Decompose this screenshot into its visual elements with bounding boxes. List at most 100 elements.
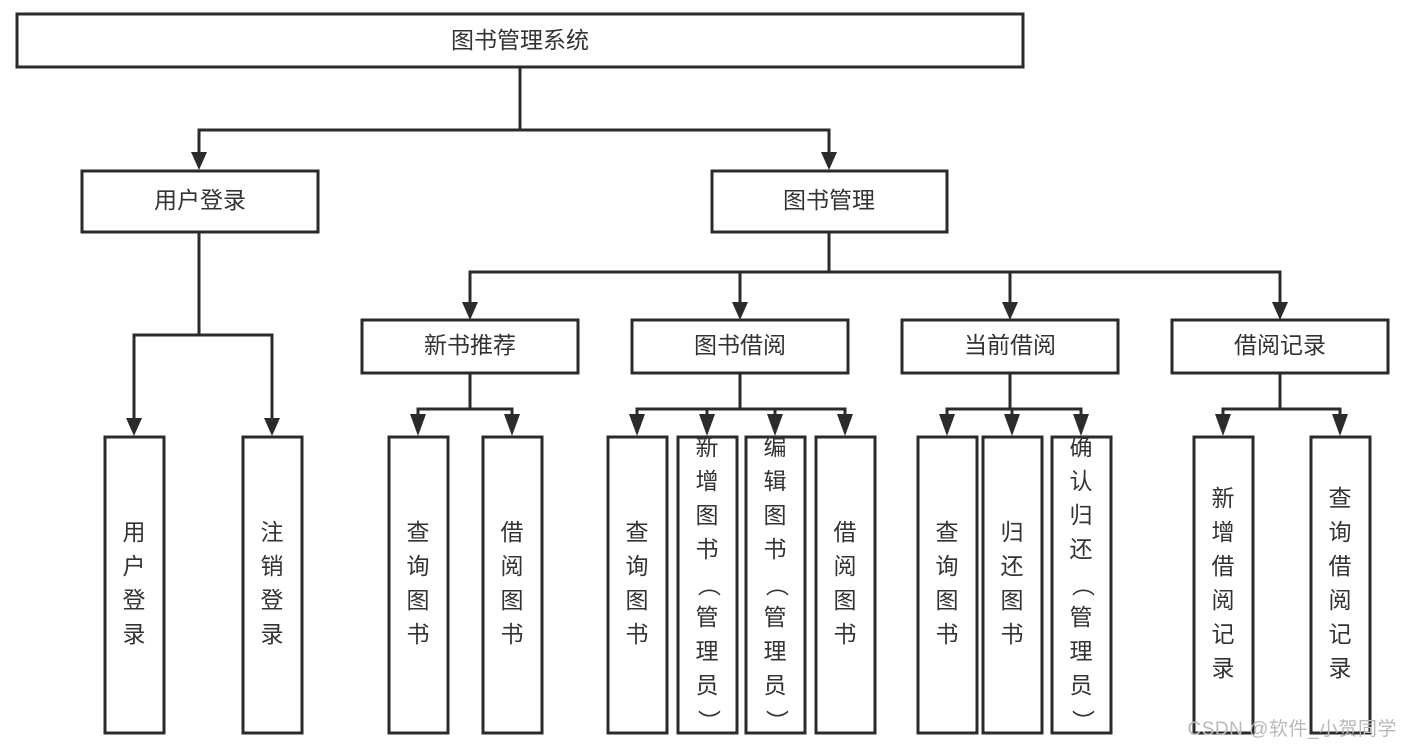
node-leaf-borrow-book-2-box[interactable] [814,435,877,735]
node-leaf-query-book-2-box[interactable] [606,435,669,735]
node-book-borrow[interactable]: 图书借阅 [630,318,850,375]
node-user-login-box[interactable] [80,169,320,234]
arrow-head-leaf-add-record [1215,414,1231,436]
svg-text:借: 借 [1329,553,1352,579]
node-new-book-recommend[interactable]: 新书推荐 [360,318,580,375]
svg-text:阅: 阅 [501,553,524,579]
svg-text:书: 书 [696,536,719,562]
svg-text:查: 查 [1329,485,1352,511]
node-user-login-label: 用户登录 [154,187,246,213]
svg-text:书: 书 [1001,621,1024,647]
svg-text:查: 查 [407,519,430,545]
node-borrow-record-box[interactable] [1170,318,1390,375]
svg-text:新: 新 [1212,485,1235,511]
svg-text:增: 增 [1212,519,1235,545]
arrow-head-leaf-query-record [1332,414,1348,436]
svg-text:登: 登 [123,587,146,613]
node-root-label: 图书管理系统 [451,27,589,53]
svg-text:阅: 阅 [1329,587,1352,613]
node-leaf-user-login-box[interactable] [103,435,166,735]
node-current-borrow[interactable]: 当前借阅 [900,318,1120,375]
svg-text:录: 录 [261,621,284,647]
svg-text:理: 理 [696,638,719,664]
svg-text:员: 员 [696,672,719,698]
node-book-manage-box[interactable] [710,169,949,234]
node-new-book-recommend-box[interactable] [360,318,580,375]
arrow-head-leaf-add-book [699,414,715,436]
svg-text:查: 查 [936,519,959,545]
arrow-head-book-manage [821,152,837,170]
arrow-head-leaf-query-book-1 [410,414,426,436]
node-borrow-record[interactable]: 借阅记录 [1170,318,1390,375]
svg-text:图: 图 [696,502,719,528]
svg-text:辑: 辑 [764,468,787,494]
node-leaf-add-record-box[interactable] [1192,435,1255,735]
node-leaf-add-book-box[interactable] [676,435,739,735]
svg-text:还: 还 [1001,553,1024,579]
arrow-head-leaf-confirm-return [1073,414,1089,436]
svg-text:图: 图 [501,587,524,613]
node-book-manage[interactable]: 图书管理 [710,169,949,234]
node-leaf-query-book-1-box[interactable] [387,435,450,735]
node-leaf-query-record-box[interactable] [1309,435,1372,735]
node-book-borrow-box[interactable] [630,318,850,375]
svg-text:注: 注 [261,519,284,545]
node-leaf-query-book-3-box[interactable] [916,435,979,735]
arrow-head-leaf-user-login [126,418,142,436]
node-root-box[interactable] [15,12,1025,69]
node-leaf-confirm-return-box[interactable] [1050,435,1113,735]
arrow-head-leaf-logout [264,418,280,436]
svg-text:图: 图 [626,587,649,613]
arrow-head-leaf-query-book-3 [939,414,955,436]
node-new-book-recommend-label: 新书推荐 [424,332,516,358]
node-leaf-borrow-book-1-box[interactable] [481,435,544,735]
svg-text:图: 图 [834,587,857,613]
svg-text:录: 录 [1212,655,1235,681]
arrow-head-user-login [191,152,207,170]
svg-text:询: 询 [936,553,959,579]
arrow-head-leaf-return-book [1004,414,1020,436]
connector-group-book-borrow [629,371,853,436]
connector-group-borrow-record [1215,371,1348,436]
svg-text:销: 销 [261,553,284,579]
node-leaf-return-book-box[interactable] [981,435,1044,735]
svg-text:图: 图 [1001,587,1024,613]
node-root[interactable]: 图书管理系统 [15,12,1025,69]
node-leaf-logout-box[interactable] [241,435,304,735]
svg-text:书: 书 [834,621,857,647]
svg-text:图: 图 [764,502,787,528]
svg-text:书: 书 [626,621,649,647]
svg-text:询: 询 [626,553,649,579]
svg-text:（: （ [764,574,790,597]
svg-text:（: （ [696,574,722,597]
node-current-borrow-box[interactable] [900,318,1120,375]
node-leaf-edit-book-box[interactable] [744,435,807,735]
svg-text:新: 新 [696,434,719,460]
node-book-borrow-label: 图书借阅 [694,332,786,358]
node-user-login[interactable]: 用户登录 [80,169,320,234]
svg-text:图: 图 [936,587,959,613]
svg-text:阅: 阅 [834,553,857,579]
svg-text:借: 借 [1212,553,1235,579]
node-leaf-user-login[interactable]: 用户登录 [103,435,166,735]
